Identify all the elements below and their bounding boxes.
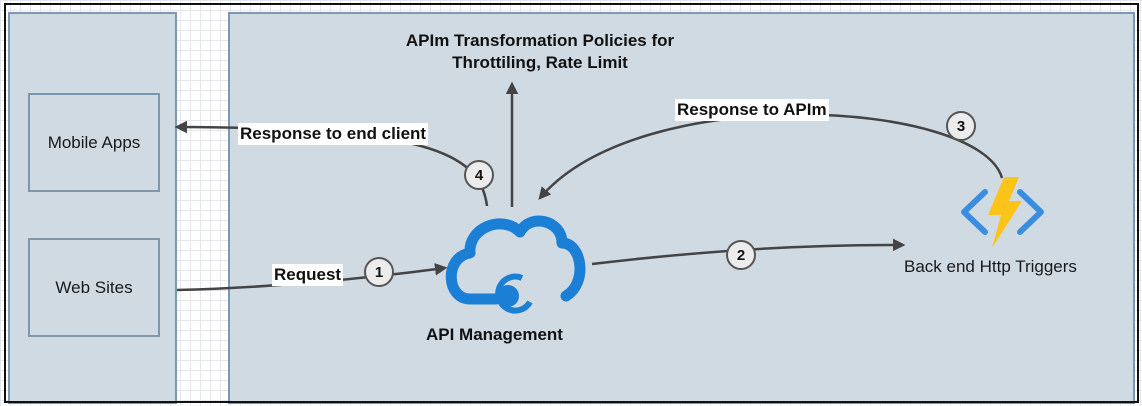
- policies-label: APIm Transformation Policies for Throtti…: [405, 31, 675, 72]
- web-sites-label: Web Sites: [55, 277, 133, 297]
- mobile-apps-label: Mobile Apps: [47, 132, 141, 152]
- step-badge-2: 2: [726, 240, 756, 270]
- mobile-apps-box: Mobile Apps: [28, 93, 160, 192]
- azure-panel: [228, 12, 1135, 404]
- azure-function-icon: [961, 177, 1044, 248]
- clients-panel: [8, 12, 177, 404]
- api-management-label: API Management: [426, 325, 563, 344]
- step-badge-4: 4: [464, 160, 494, 190]
- step-badge-3: 3: [946, 111, 976, 141]
- response-to-apim-label: Response to APIm: [675, 99, 829, 121]
- step-badge-1: 1: [364, 257, 394, 287]
- cloud-apim-icon: [445, 215, 586, 314]
- backend-http-triggers-label: Back end Http Triggers: [904, 257, 1077, 276]
- web-sites-box: Web Sites: [28, 238, 160, 337]
- response-to-client-label: Response to end client: [238, 123, 429, 145]
- request-label: Request: [272, 264, 344, 286]
- response-to-apim-connector: [538, 113, 1004, 200]
